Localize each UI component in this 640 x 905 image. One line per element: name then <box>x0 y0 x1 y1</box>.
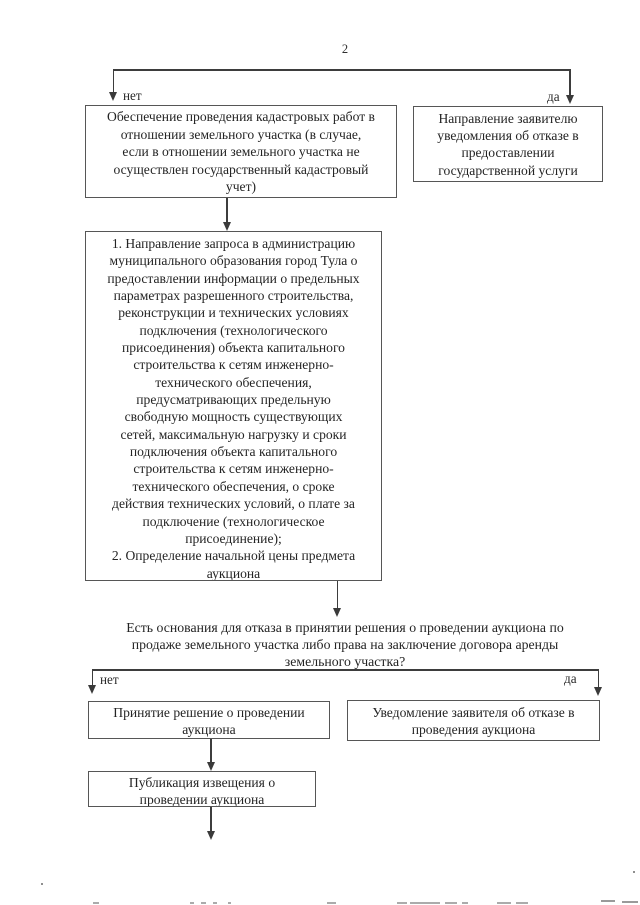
connector-bottom-right-vertical <box>597 669 600 688</box>
scan-artifact <box>228 902 231 904</box>
scan-artifact <box>497 902 511 904</box>
box-request-and-starting-price: 1. Направление запроса в администрацию м… <box>85 231 382 581</box>
box-publication: Публикация извещения о проведении аукцио… <box>88 771 316 807</box>
decision-question: Есть основания для отказа в принятии реш… <box>126 620 564 669</box>
scan-artifact <box>190 902 194 904</box>
connector-bottom-horizontal <box>92 669 599 671</box>
branch-label-no-top: нет <box>123 88 142 103</box>
scan-artifact <box>622 901 638 903</box>
scan-artifact <box>213 902 217 904</box>
connector-continue <box>210 807 212 832</box>
connector-top-left-vertical <box>112 69 115 93</box>
connector-to-question <box>336 581 339 609</box>
down-arrowhead <box>333 608 342 617</box>
scan-artifact <box>201 902 206 904</box>
scan-artifact <box>516 902 528 904</box>
scan-artifact <box>445 902 457 904</box>
connector-to-request-box <box>226 198 228 223</box>
down-arrowhead <box>206 762 215 771</box>
connector-top-right-vertical <box>569 69 571 96</box>
box-auction-refusal-notice: Уведомление заявителя об отказе в провед… <box>347 700 600 741</box>
connector-bottom-left-vertical <box>91 669 94 686</box>
down-arrowhead <box>109 92 118 101</box>
down-arrowhead <box>222 222 231 231</box>
branch-label-no-bottom: нет <box>100 672 119 687</box>
scan-artifact <box>633 871 635 873</box>
scan-artifact <box>462 902 468 904</box>
box-auction-decision: Принятие решение о проведении аукциона <box>88 701 330 739</box>
scan-artifact <box>41 883 43 885</box>
down-arrowhead <box>594 687 603 696</box>
scan-artifact <box>93 902 99 904</box>
page-number: 2 <box>341 42 349 56</box>
box-cadastral-works: Обеспечение проведения кадастровых работ… <box>85 105 397 198</box>
scan-artifact <box>397 902 407 904</box>
scan-artifact <box>410 902 440 904</box>
down-arrowhead <box>206 831 215 840</box>
down-arrowhead <box>88 685 97 694</box>
scan-artifact <box>327 902 336 904</box>
down-arrowhead <box>565 95 574 104</box>
connector-to-publication <box>210 739 212 763</box>
scan-artifact <box>601 900 615 902</box>
branch-label-yes-top: да <box>547 89 560 104</box>
branch-label-yes-bottom: да <box>564 671 577 686</box>
box-service-refusal-notice: Направление заявителю уведомления об отк… <box>413 106 603 182</box>
connector-top-horizontal <box>113 69 571 71</box>
